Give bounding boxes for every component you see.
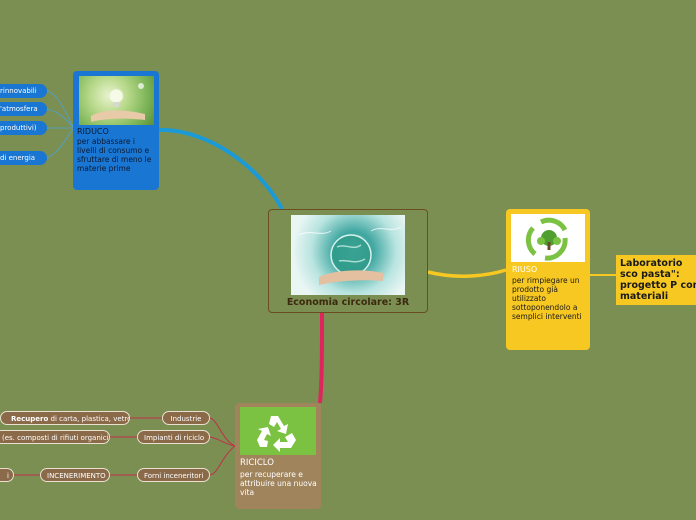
link-riduco [156,127,284,210]
pill-label: Forni inceneritori [144,472,204,480]
riduco-child-pill[interactable]: di energia [0,151,47,165]
recycle-icon [240,407,316,455]
riduco-description: per abbassare i livelli di consumo e sfr… [77,137,152,173]
pill-label-bold: Recupero [11,415,49,423]
pill-label: di carta, plastica, vetro etc [50,415,130,423]
link-riduco-child-4 [46,127,75,159]
riduco-child-pill[interactable]: rinnovabili [0,84,47,98]
riuso-title: RIUSO [512,265,538,274]
riduco-title: RIDUCO [77,127,109,136]
link-riciclo-child-3 [209,445,236,476]
riciclo-subchild-pill[interactable]: Recupero di carta, plastica, vetro etc [0,411,130,425]
riciclo-child-pill[interactable]: Industrie [162,411,210,425]
riduco-child-pill[interactable]: produttivi) [0,121,47,135]
link-riciclo [318,312,324,404]
riciclo-subchild-pill[interactable]: INCENERIMENTO [40,468,110,482]
recycle-arrows-icon [257,416,296,452]
lightbulb-icon [91,83,145,122]
link-riduco-child-2 [46,108,75,129]
hands-holding-globe-image [291,215,405,295]
riuso-node[interactable]: RIUSO per rimpiegare un prodotto già uti… [506,209,590,350]
link-riciclo-child-1 [209,417,236,447]
riciclo-subchild-pill[interactable]: e (es. composti di rifiuti organici) [0,430,110,444]
pill-label: Industrie [170,415,202,423]
pill-label: di energia [0,154,36,162]
pill-label: (es. composti di rifiuti organici) [0,434,110,442]
hand-lightbulb-image [79,76,154,125]
link-riuso [427,268,507,278]
pill-label: rinnovabili [0,87,37,95]
note-text: Laboratorio sco pasta": progetto P con m… [620,258,696,302]
recycle-tree-icon [525,217,568,261]
riciclo-title: RICICLO [240,458,274,468]
central-title: Economia circolare: 3R [286,297,410,308]
riciclo-subchild-pill[interactable]: i [0,468,14,482]
riduco-child-pill[interactable]: 'atmosfera [0,102,47,116]
link-riciclo-child-2 [209,436,236,447]
pill-label: produttivi) [0,124,37,132]
pill-label: INCENERIMENTO [47,472,106,480]
note-laboratorio[interactable]: Laboratorio sco pasta": progetto P con m… [616,255,696,305]
pill-label: 'atmosfera [0,105,38,113]
recycle-tree-image [511,214,585,262]
riuso-description: per rimpiegare un prodotto già utilizzat… [512,276,582,321]
riciclo-child-pill[interactable]: Impianti di riciclo [137,430,210,444]
riciclo-child-pill[interactable]: Forni inceneritori [137,468,210,482]
riciclo-node[interactable]: RICICLO per recuperare e attribuire una … [235,403,321,509]
riciclo-description: per recuperare e attribuire una nuova vi… [240,470,317,497]
link-riduco-child-1 [46,90,75,129]
central-node[interactable]: Economia circolare: 3R [268,209,428,313]
pill-label: i [7,472,9,480]
globe-icon [298,226,402,285]
pill-label: Impianti di riciclo [144,434,205,442]
riduco-node[interactable]: RIDUCO per abbassare i livelli di consum… [73,71,159,190]
